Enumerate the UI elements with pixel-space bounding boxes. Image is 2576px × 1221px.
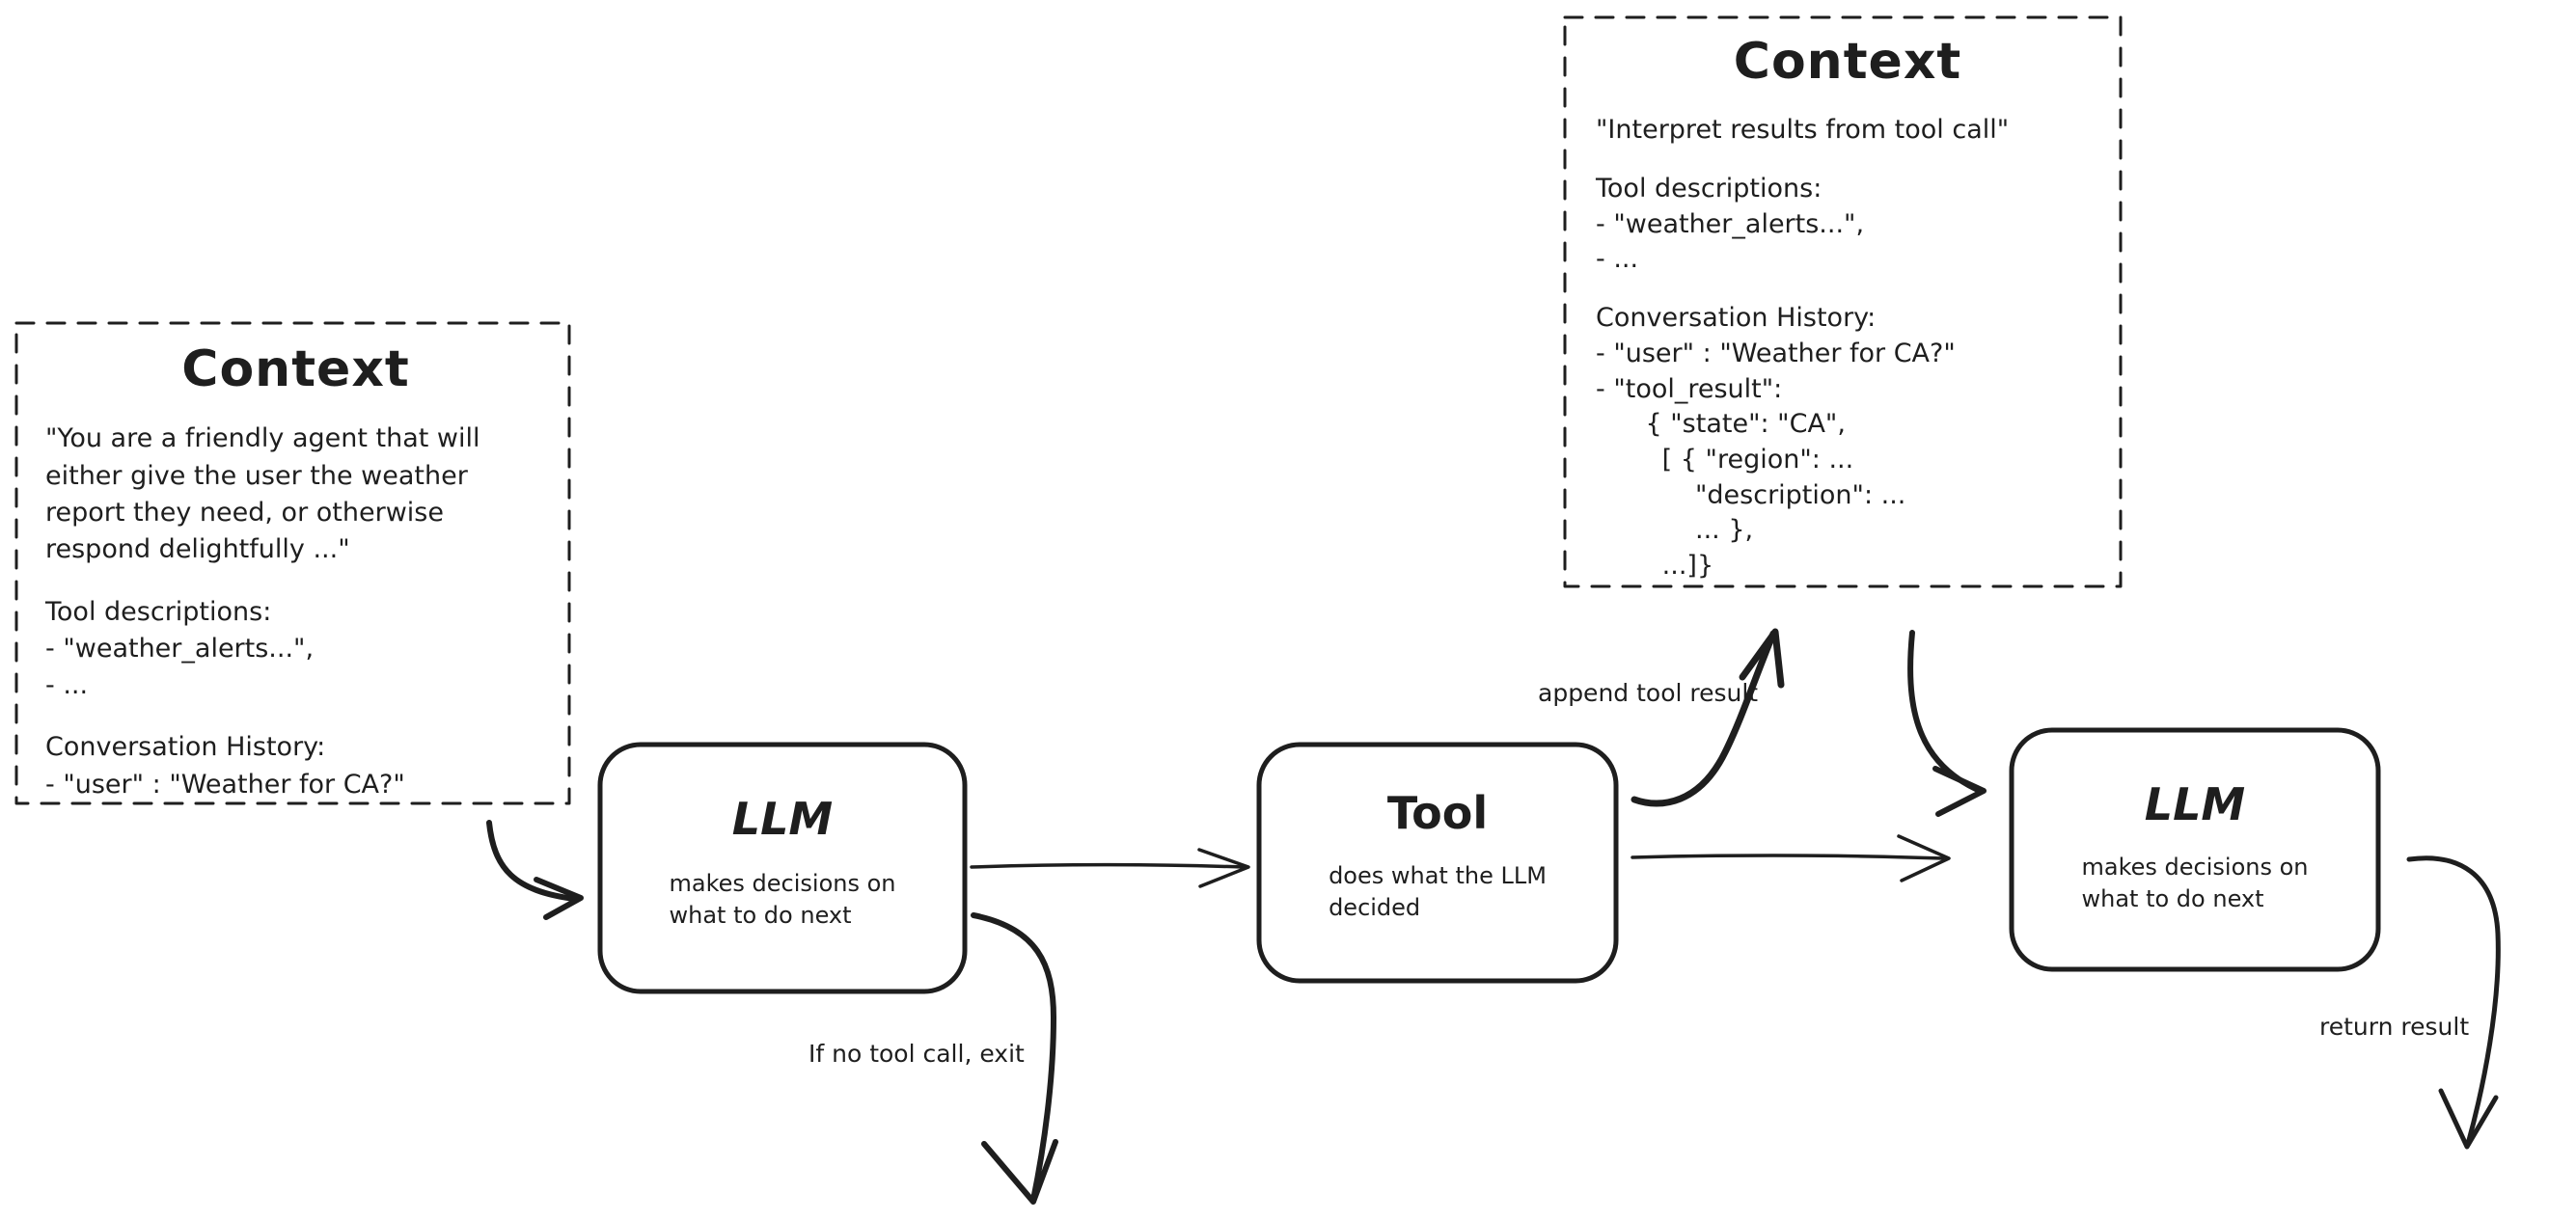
left-context-box: Context "You are a friendly agent that w… (16, 323, 569, 803)
arrow-llm-exit (971, 912, 1058, 1205)
tool-node: Tool does what the LLM decided (1259, 745, 1616, 981)
left-context-system-prompt: "You are a friendly agent that will eith… (45, 423, 480, 565)
left-context-tool-descriptions: Tool descriptions: - "weather_alerts..."… (45, 596, 315, 701)
top-context-box: Context "Interpret results from tool cal… (1565, 17, 2121, 586)
edge-label-append-tool-result: append tool result (1538, 679, 1759, 707)
left-context-conversation-history: Conversation History: - "user" : "Weathe… (45, 732, 405, 800)
arrow-context-to-llm-second (1907, 630, 1987, 817)
tool-subtitle: does what the LLM decided (1329, 862, 1547, 922)
tool-node-outline (1256, 742, 1619, 984)
top-context-box-outline (1563, 15, 2123, 588)
left-context-title: Context (181, 340, 410, 398)
arrow-tool-to-llm-second (1631, 834, 1951, 882)
arrow-context-to-llm (486, 820, 584, 920)
llm-second-title: LLM (2144, 778, 2246, 830)
edge-label-return-result: return result (2319, 1013, 2470, 1041)
llm-second-node: LLM makes decisions on what to do next (2012, 730, 2378, 969)
left-context-box-outline (14, 321, 571, 805)
edge-label-if-no-tool-call-exit: If no tool call, exit (808, 1040, 1025, 1068)
llm-first-subtitle: makes decisions on what to do next (669, 870, 896, 930)
arrow-tool-to-context (1631, 628, 1785, 807)
llm-first-node-outline (597, 742, 968, 994)
arrow-llm-return (2406, 855, 2501, 1150)
top-context-instruction: "Interpret results from tool call" (1596, 115, 2010, 146)
top-context-tool-descriptions: Tool descriptions: - "weather_alerts..."… (1596, 173, 1865, 275)
llm-second-subtitle: makes decisions on what to do next (2081, 854, 2309, 913)
top-context-title: Context (1733, 33, 1962, 91)
llm-first-title: LLM (731, 793, 834, 845)
tool-title: Tool (1386, 787, 1489, 839)
llm-second-node-outline (2009, 727, 2381, 972)
llm-first-node: LLM makes decisions on what to do next (600, 745, 965, 991)
top-context-conversation-history: Conversation History: - "user" : "Weathe… (1596, 303, 1956, 582)
arrow-llm-to-tool (970, 848, 1250, 888)
